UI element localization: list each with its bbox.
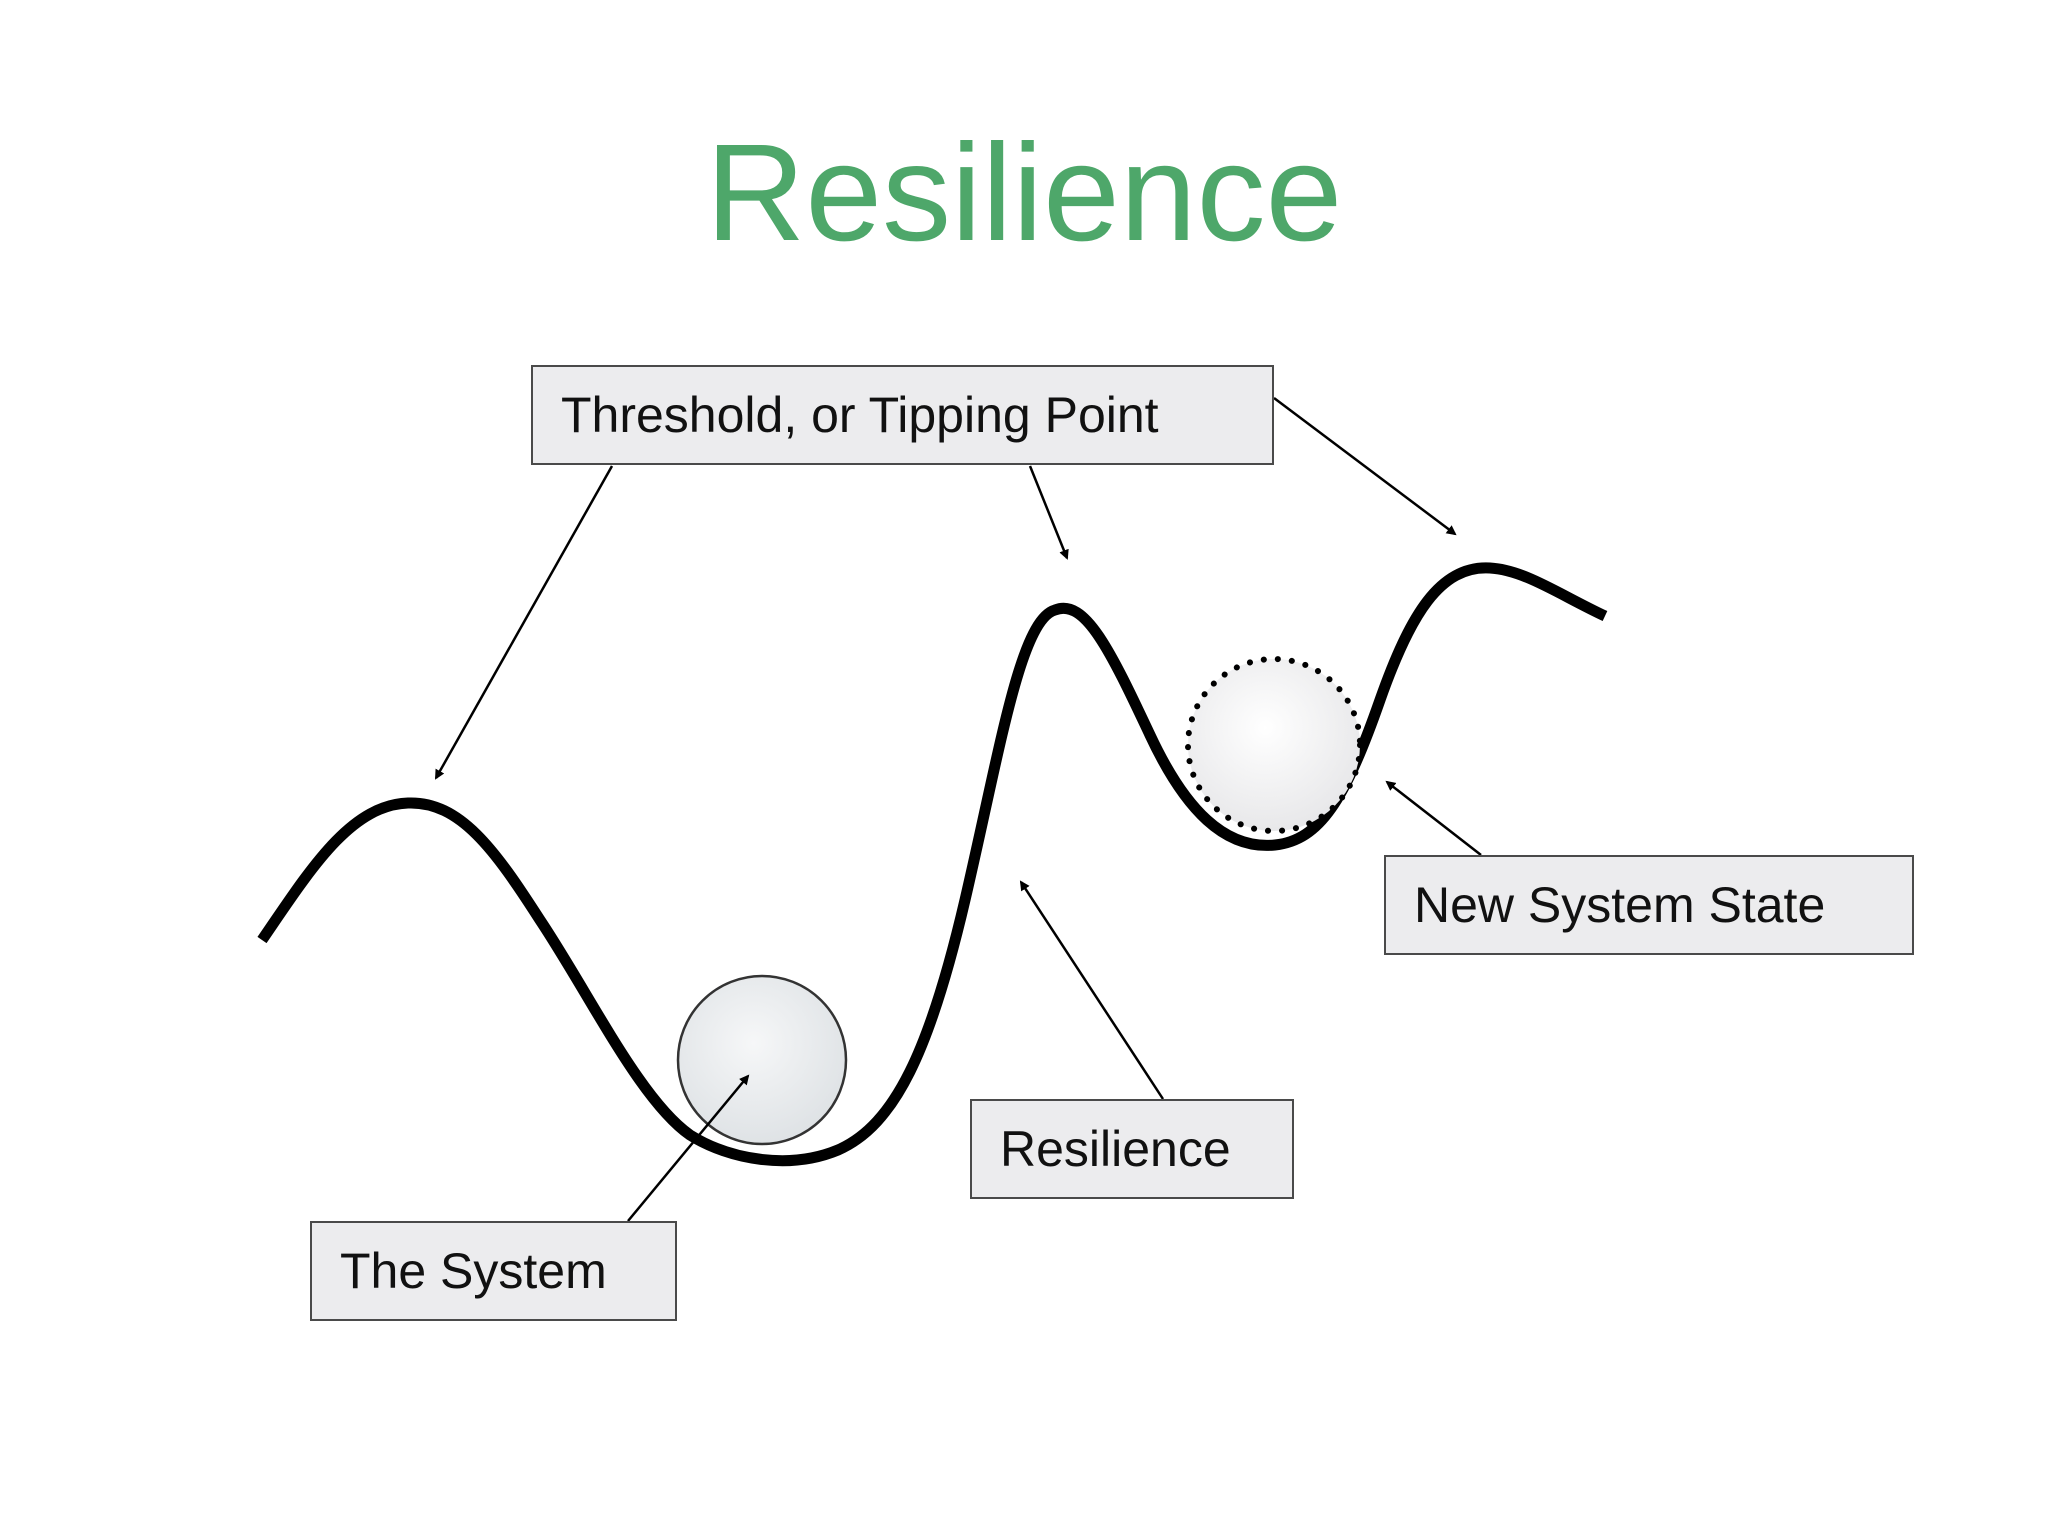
new-state-arrow	[1385, 780, 1482, 856]
resilience-label: Resilience	[970, 1099, 1294, 1199]
resilience-arrow	[1019, 880, 1165, 1100]
system-arrow	[627, 1074, 750, 1222]
system-ball	[676, 974, 848, 1146]
new-system-state-label: New System State	[1384, 855, 1914, 955]
landscape-curve	[257, 562, 1608, 1167]
threshold-arrow-right	[1273, 397, 1457, 536]
threshold-arrow-left	[434, 465, 614, 780]
threshold-arrow-middle	[1028, 465, 1069, 560]
slide-title: Resilience	[705, 116, 1343, 270]
the-system-label: The System	[310, 1221, 677, 1321]
threshold-label: Threshold, or Tipping Point	[531, 365, 1274, 465]
new-state-ball	[1185, 656, 1363, 834]
